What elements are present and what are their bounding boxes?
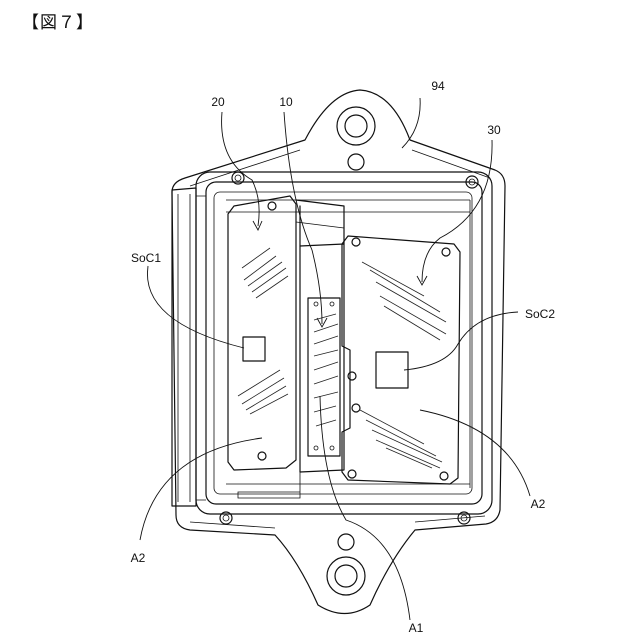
soc2-chip [376,352,408,388]
substrate-10 [296,200,344,472]
label-a1: A1 [409,621,424,635]
module-20 [228,196,296,470]
housing-outline [172,90,505,614]
bottom-mounting-hole [327,534,365,595]
connector-rail [172,188,206,506]
label-a2-right: A2 [531,497,546,511]
label-94: 94 [431,79,445,93]
top-mounting-hole [337,107,375,170]
label-10: 10 [279,95,293,109]
label-a2-left: A2 [131,551,146,565]
module-30-hatch [360,262,446,468]
soc1-chip [243,337,265,361]
label-20: 20 [211,95,225,109]
substrate-dots [314,314,338,426]
module-20-hatch [238,248,288,414]
label-soc2: SoC2 [525,307,555,321]
label-soc1: SoC1 [131,251,161,265]
label-30: 30 [487,123,501,137]
